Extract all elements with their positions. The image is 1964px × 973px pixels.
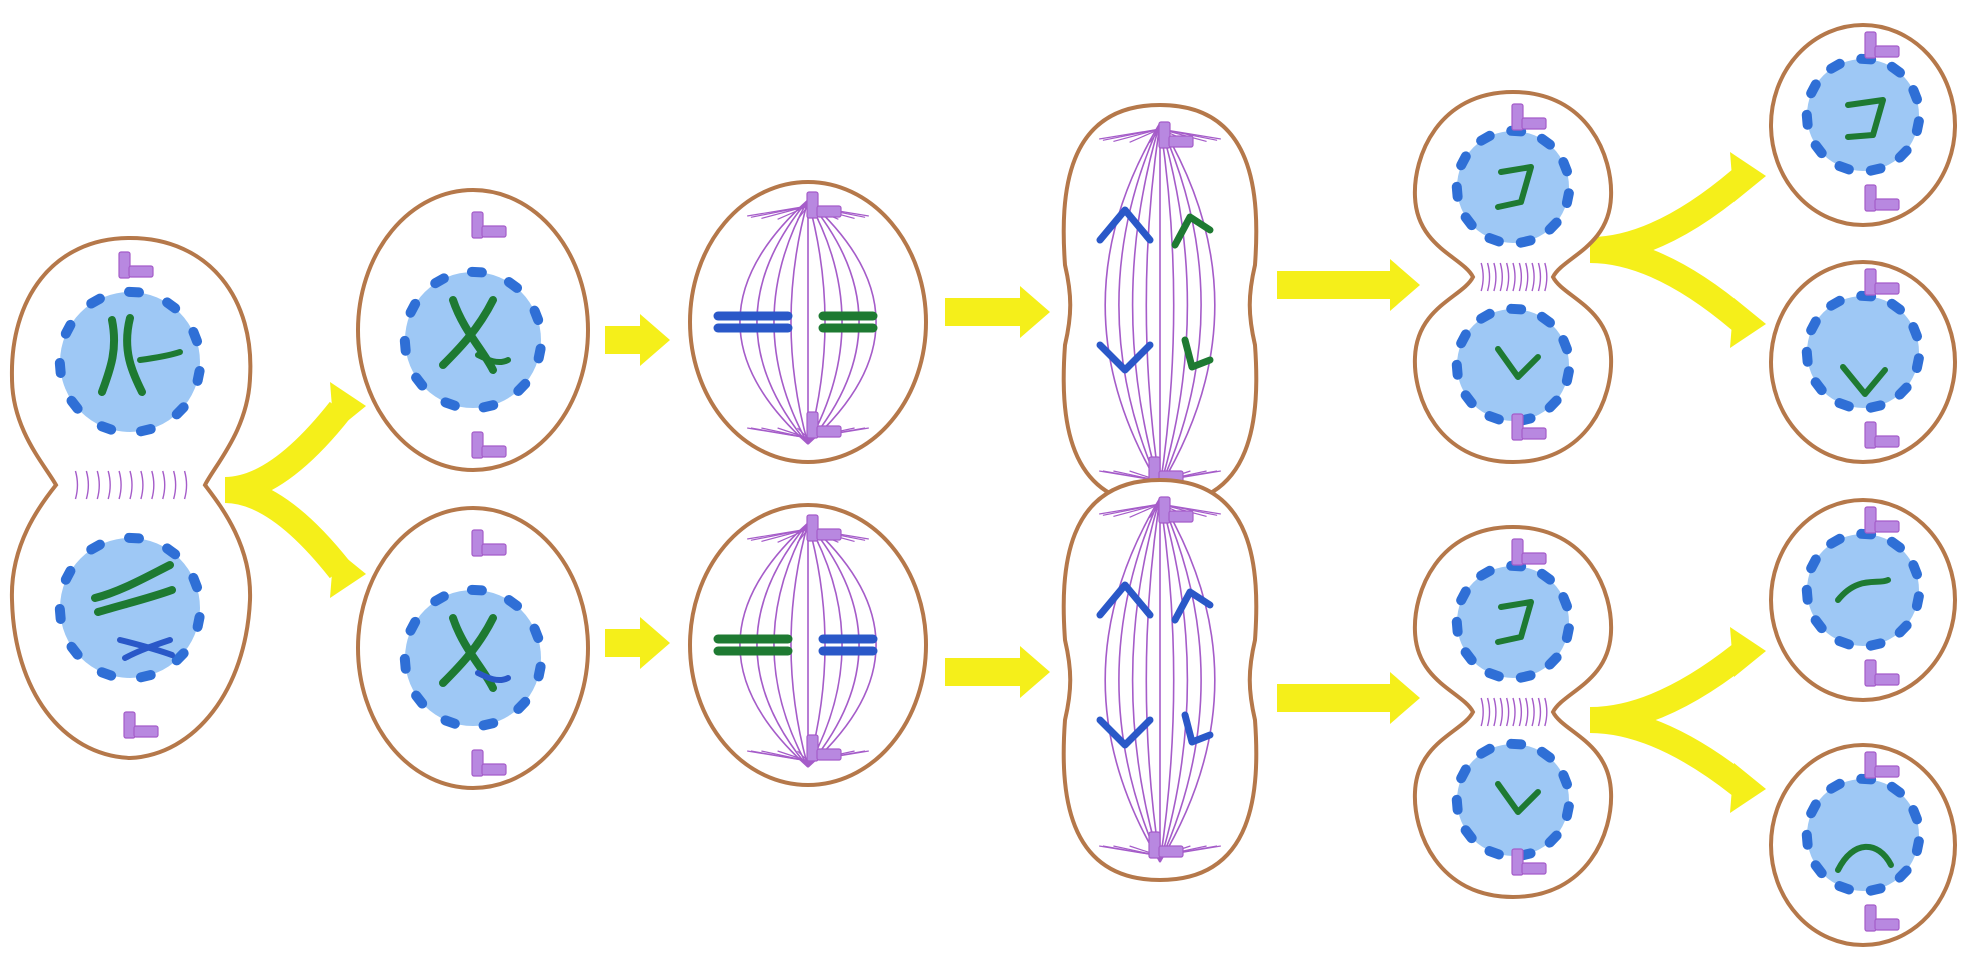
stage-metaphase-ii-top bbox=[690, 182, 926, 462]
centriole-barrel bbox=[1875, 46, 1899, 57]
centriole-barrel bbox=[1522, 118, 1546, 129]
fork-arrow-head bbox=[330, 548, 366, 598]
centriole-barrel bbox=[482, 446, 506, 457]
arrow bbox=[945, 646, 1050, 698]
centriole-barrel bbox=[1865, 507, 1876, 533]
envelope-segment bbox=[124, 533, 145, 544]
daughter-cell-4 bbox=[1771, 745, 1955, 945]
centriole-barrel bbox=[1159, 122, 1170, 148]
centriole-barrel bbox=[1169, 136, 1193, 147]
centriole-barrel bbox=[807, 515, 818, 541]
centriole-barrel bbox=[1512, 414, 1523, 440]
stage-prophase-ii-top bbox=[358, 190, 588, 470]
fork-arrow-head bbox=[1730, 152, 1766, 202]
centriole-barrel bbox=[817, 529, 841, 540]
centriole-barrel bbox=[1875, 436, 1899, 447]
centriole-barrel bbox=[1865, 660, 1876, 686]
fork-arrow-branch bbox=[1590, 720, 1740, 785]
centriole-barrel bbox=[1875, 674, 1899, 685]
centriole-barrel bbox=[1159, 497, 1170, 523]
daughter-cell-3 bbox=[1771, 500, 1955, 700]
arrow bbox=[1277, 672, 1420, 724]
daughter-cell-1 bbox=[1771, 25, 1955, 225]
centriole-barrel bbox=[807, 192, 818, 218]
envelope-segment bbox=[1506, 304, 1527, 315]
fork-arrow-head bbox=[1730, 627, 1766, 677]
centriole-barrel bbox=[1512, 104, 1523, 130]
daughter-cell-2 bbox=[1771, 262, 1955, 462]
cells-layer bbox=[12, 25, 1955, 945]
envelope-segment bbox=[124, 287, 145, 298]
centriole-barrel bbox=[472, 432, 483, 458]
centriole-barrel bbox=[1865, 32, 1876, 58]
centriole-barrel bbox=[817, 749, 841, 760]
centriole-barrel bbox=[1865, 905, 1876, 931]
centriole-barrel bbox=[1875, 919, 1899, 930]
centriole-barrel bbox=[1875, 199, 1899, 210]
centriole-barrel bbox=[817, 426, 841, 437]
stage-anaphase-ii-top bbox=[1064, 105, 1257, 505]
fork-arrow-head bbox=[330, 382, 366, 432]
centriole-barrel bbox=[1865, 752, 1876, 778]
centriole-barrel bbox=[1522, 863, 1546, 874]
fork-arrow bbox=[1590, 152, 1766, 348]
centriole-barrel bbox=[1875, 766, 1899, 777]
arrow bbox=[605, 314, 670, 366]
centriole-barrel bbox=[1865, 185, 1876, 211]
centriole-barrel bbox=[134, 726, 158, 737]
centriole-barrel bbox=[1169, 511, 1193, 522]
centriole-barrel bbox=[472, 530, 483, 556]
envelope-segment bbox=[467, 585, 488, 596]
stage-prophase-ii-bottom bbox=[358, 508, 588, 788]
centriole-barrel bbox=[129, 266, 153, 277]
fork-arrow-head bbox=[1730, 298, 1766, 348]
envelope-segment bbox=[467, 267, 488, 278]
centriole-barrel bbox=[1865, 269, 1876, 295]
stage-metaphase-ii-bottom bbox=[690, 505, 926, 785]
centriole-barrel bbox=[1875, 283, 1899, 294]
arrow bbox=[605, 617, 670, 669]
centriole-barrel bbox=[1512, 539, 1523, 565]
centriole-barrel bbox=[807, 735, 818, 761]
stage-anaphase-ii-bottom bbox=[1064, 480, 1257, 880]
stage-telophase-ii-top bbox=[1415, 92, 1611, 462]
centriole-barrel bbox=[1865, 422, 1876, 448]
fork-arrow bbox=[1590, 627, 1766, 813]
fork-arrow-head bbox=[1730, 763, 1766, 813]
centriole-barrel bbox=[1522, 553, 1546, 564]
centriole-barrel bbox=[482, 764, 506, 775]
stage-telophase-ii-bottom bbox=[1415, 527, 1611, 897]
centriole-barrel bbox=[482, 226, 506, 237]
centriole-barrel bbox=[807, 412, 818, 438]
centriole-barrel bbox=[472, 212, 483, 238]
centriole-barrel bbox=[1512, 849, 1523, 875]
centriole-barrel bbox=[472, 750, 483, 776]
centriole-barrel bbox=[482, 544, 506, 555]
envelope-segment bbox=[1506, 739, 1527, 750]
fork-arrow-branch bbox=[1590, 250, 1740, 320]
arrow bbox=[1277, 259, 1420, 311]
arrow bbox=[945, 286, 1050, 338]
centriole-barrel bbox=[124, 712, 135, 738]
centriole-barrel bbox=[1149, 832, 1160, 858]
centriole-barrel bbox=[1875, 521, 1899, 532]
stage-telophase-i bbox=[12, 238, 250, 758]
centriole-barrel bbox=[1522, 428, 1546, 439]
centriole-barrel bbox=[817, 206, 841, 217]
centriole-barrel bbox=[1159, 846, 1183, 857]
centriole-barrel bbox=[119, 252, 130, 278]
